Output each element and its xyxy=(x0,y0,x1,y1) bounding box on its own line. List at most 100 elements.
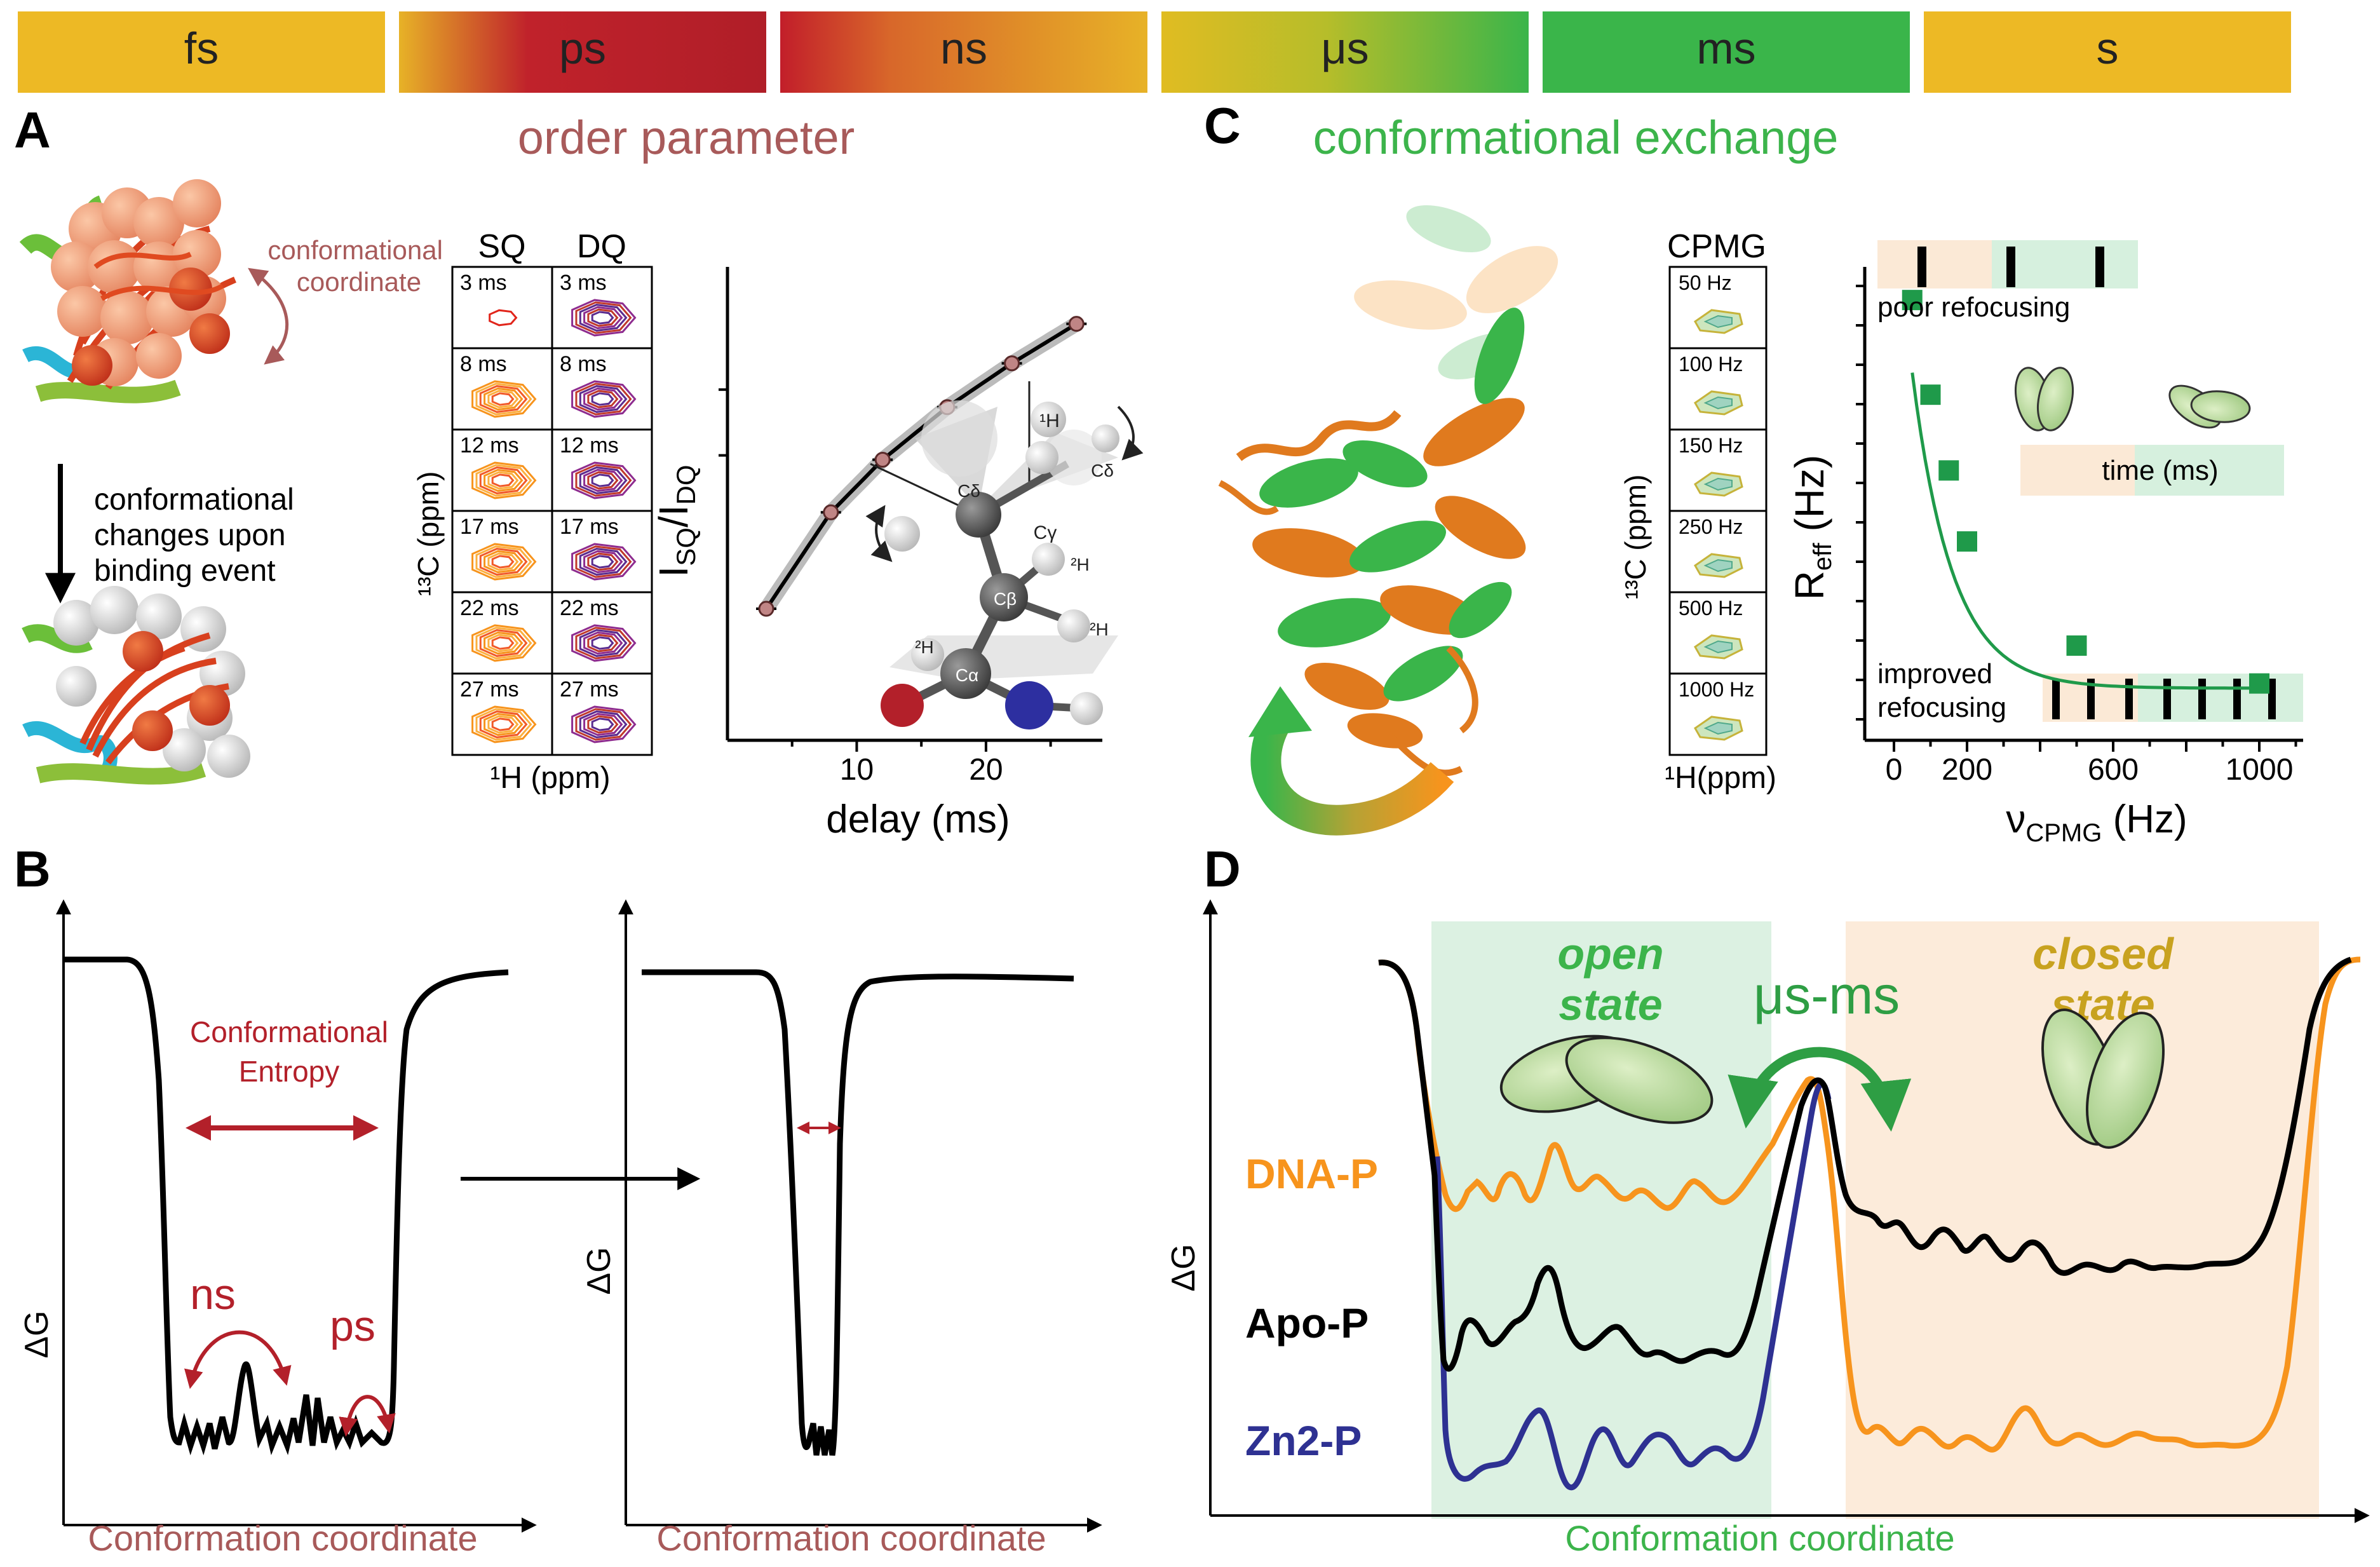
spectra-contour xyxy=(491,473,515,487)
d-ylabel: ΔG xyxy=(1165,1244,1202,1291)
spectra-contour xyxy=(587,471,619,490)
cpmg-frequency-label: 150 Hz xyxy=(1679,434,1743,457)
plot-a-data-point xyxy=(758,600,774,617)
spectra-delay-label: 8 ms xyxy=(560,352,607,376)
spectra-contour xyxy=(491,392,515,406)
b-right-xlabel: Conformation coordinate xyxy=(656,1518,1046,1558)
spectra-contour xyxy=(479,385,528,413)
reff-data-point xyxy=(1957,531,1977,552)
timescale-label-s: s xyxy=(2097,24,2119,73)
cpmg-title: CPMG xyxy=(1667,228,1766,265)
spectra-contour xyxy=(579,710,628,738)
timescale-ms xyxy=(1543,11,1910,93)
d-xlabel: Conformation coordinate xyxy=(1565,1518,1954,1558)
spectra-contour xyxy=(575,708,632,741)
exchange-timescale-label: μs-ms xyxy=(1754,965,1900,1025)
cpmg-peak-core xyxy=(1703,721,1733,735)
spectra-delay-label: 22 ms xyxy=(460,596,519,620)
spectra-delay-label: 3 ms xyxy=(560,271,607,295)
plot-a-x-tick-label: 10 xyxy=(840,753,874,787)
timescale-label-ns: ns xyxy=(940,24,987,73)
b-ns-label: ns xyxy=(190,1270,236,1319)
spectra-contour xyxy=(475,627,532,660)
cpmg-peak-core xyxy=(1703,559,1733,573)
spectra-delay-label: 12 ms xyxy=(560,433,619,458)
reff-ylabel: Reff (Hz) xyxy=(1787,455,1837,600)
spectra-contour xyxy=(583,712,623,736)
label-apo-p: Apo-P xyxy=(1245,1299,1369,1347)
spectra-contour xyxy=(491,636,515,650)
pulse-block xyxy=(2198,679,2206,719)
cpmg-peak-core xyxy=(1703,477,1733,491)
atom-label-cg: Cγ xyxy=(1034,522,1057,543)
spectra-contour xyxy=(591,717,614,731)
b-ns-arrow xyxy=(184,1330,292,1389)
conf-coord-line1: conformational xyxy=(267,235,442,265)
spectra-contour xyxy=(571,705,637,743)
panel-c-letter: C xyxy=(1204,97,1241,154)
spectra-contour xyxy=(575,464,632,497)
spectra-contour xyxy=(571,543,637,581)
pulse-block xyxy=(1917,247,1926,287)
spectra-contour xyxy=(479,466,528,494)
spectra-contour xyxy=(583,631,623,655)
binding-text-1: conformational xyxy=(94,483,294,517)
open-state-region xyxy=(1431,921,1771,1519)
timescale-label-ms: ms xyxy=(1696,24,1755,73)
spectra-contour xyxy=(579,466,628,494)
spectra-contour xyxy=(583,387,623,411)
spectra-contour xyxy=(483,712,524,736)
atom-label-cd1: Cδ xyxy=(957,481,980,501)
spectra-contour xyxy=(591,392,614,406)
spectra-y-axis-label: ¹³C (ppm) xyxy=(412,471,445,597)
spectra-contour xyxy=(575,301,632,334)
pulse-bar-improved-bg-2 xyxy=(2138,674,2303,722)
panel-a: A order parameter conformationa xyxy=(14,102,1144,841)
spectra-delay-label: 17 ms xyxy=(560,515,619,539)
closed-state-lobes xyxy=(2041,1008,2165,1149)
lobes-icon-pair xyxy=(2015,367,2251,431)
atom-label-cb: Cβ xyxy=(994,589,1017,609)
spectra-contour xyxy=(487,715,519,734)
spectra-contour xyxy=(575,545,632,578)
closed-state-label-1: closed xyxy=(2032,929,2174,979)
reff-xlabel: νCPMG (Hz) xyxy=(2006,797,2187,847)
pulse-block xyxy=(2087,679,2095,719)
cpmg-frequency-label: 100 Hz xyxy=(1679,353,1743,376)
panel-d: D ΔG Conformation coordinate open state … xyxy=(1165,841,2370,1558)
spectra-contour xyxy=(491,717,515,731)
spectra-contour xyxy=(475,545,532,578)
pulse-bar-poor-bg-1 xyxy=(1877,240,1992,288)
spectra-contour xyxy=(575,627,632,660)
panel-a-title: order parameter xyxy=(518,111,855,164)
pulse-block xyxy=(2125,679,2133,719)
panel-b-letter: B xyxy=(14,841,51,897)
timescale-label-ps: ps xyxy=(559,24,606,73)
protein-exchange-structure xyxy=(1218,205,1558,777)
pulse-block xyxy=(2052,679,2060,719)
cpmg-frequency-label: 50 Hz xyxy=(1679,271,1732,294)
b-entropy-label-2: Entropy xyxy=(239,1055,340,1088)
panel-c-title: conformational exchange xyxy=(1313,111,1839,164)
plot-a-data-point xyxy=(874,452,891,468)
spectra-contour xyxy=(587,552,619,571)
spectra-contour xyxy=(487,552,519,571)
reff-data-point xyxy=(1902,290,1923,311)
label-zn2-p: Zn2-P xyxy=(1245,1417,1362,1464)
atom-label-ca: Cα xyxy=(956,665,978,685)
binding-text-2: changes upon xyxy=(94,519,286,552)
spectra-contour xyxy=(483,468,524,492)
atom-label-2h-c: ²H xyxy=(915,637,934,657)
plot-a-fit-line xyxy=(764,322,1078,610)
exchange-rotation-arrow xyxy=(1250,702,1454,836)
improved-refocusing-label-2: refocusing xyxy=(1877,692,2006,723)
pulse-block xyxy=(2268,679,2276,719)
helix-group xyxy=(1252,308,1526,749)
cpmg-y-axis-label: ¹³C (ppm) xyxy=(1619,475,1652,600)
spectra-contour xyxy=(591,311,614,325)
pulse-block xyxy=(2163,679,2171,719)
spectra-contour xyxy=(475,464,532,497)
